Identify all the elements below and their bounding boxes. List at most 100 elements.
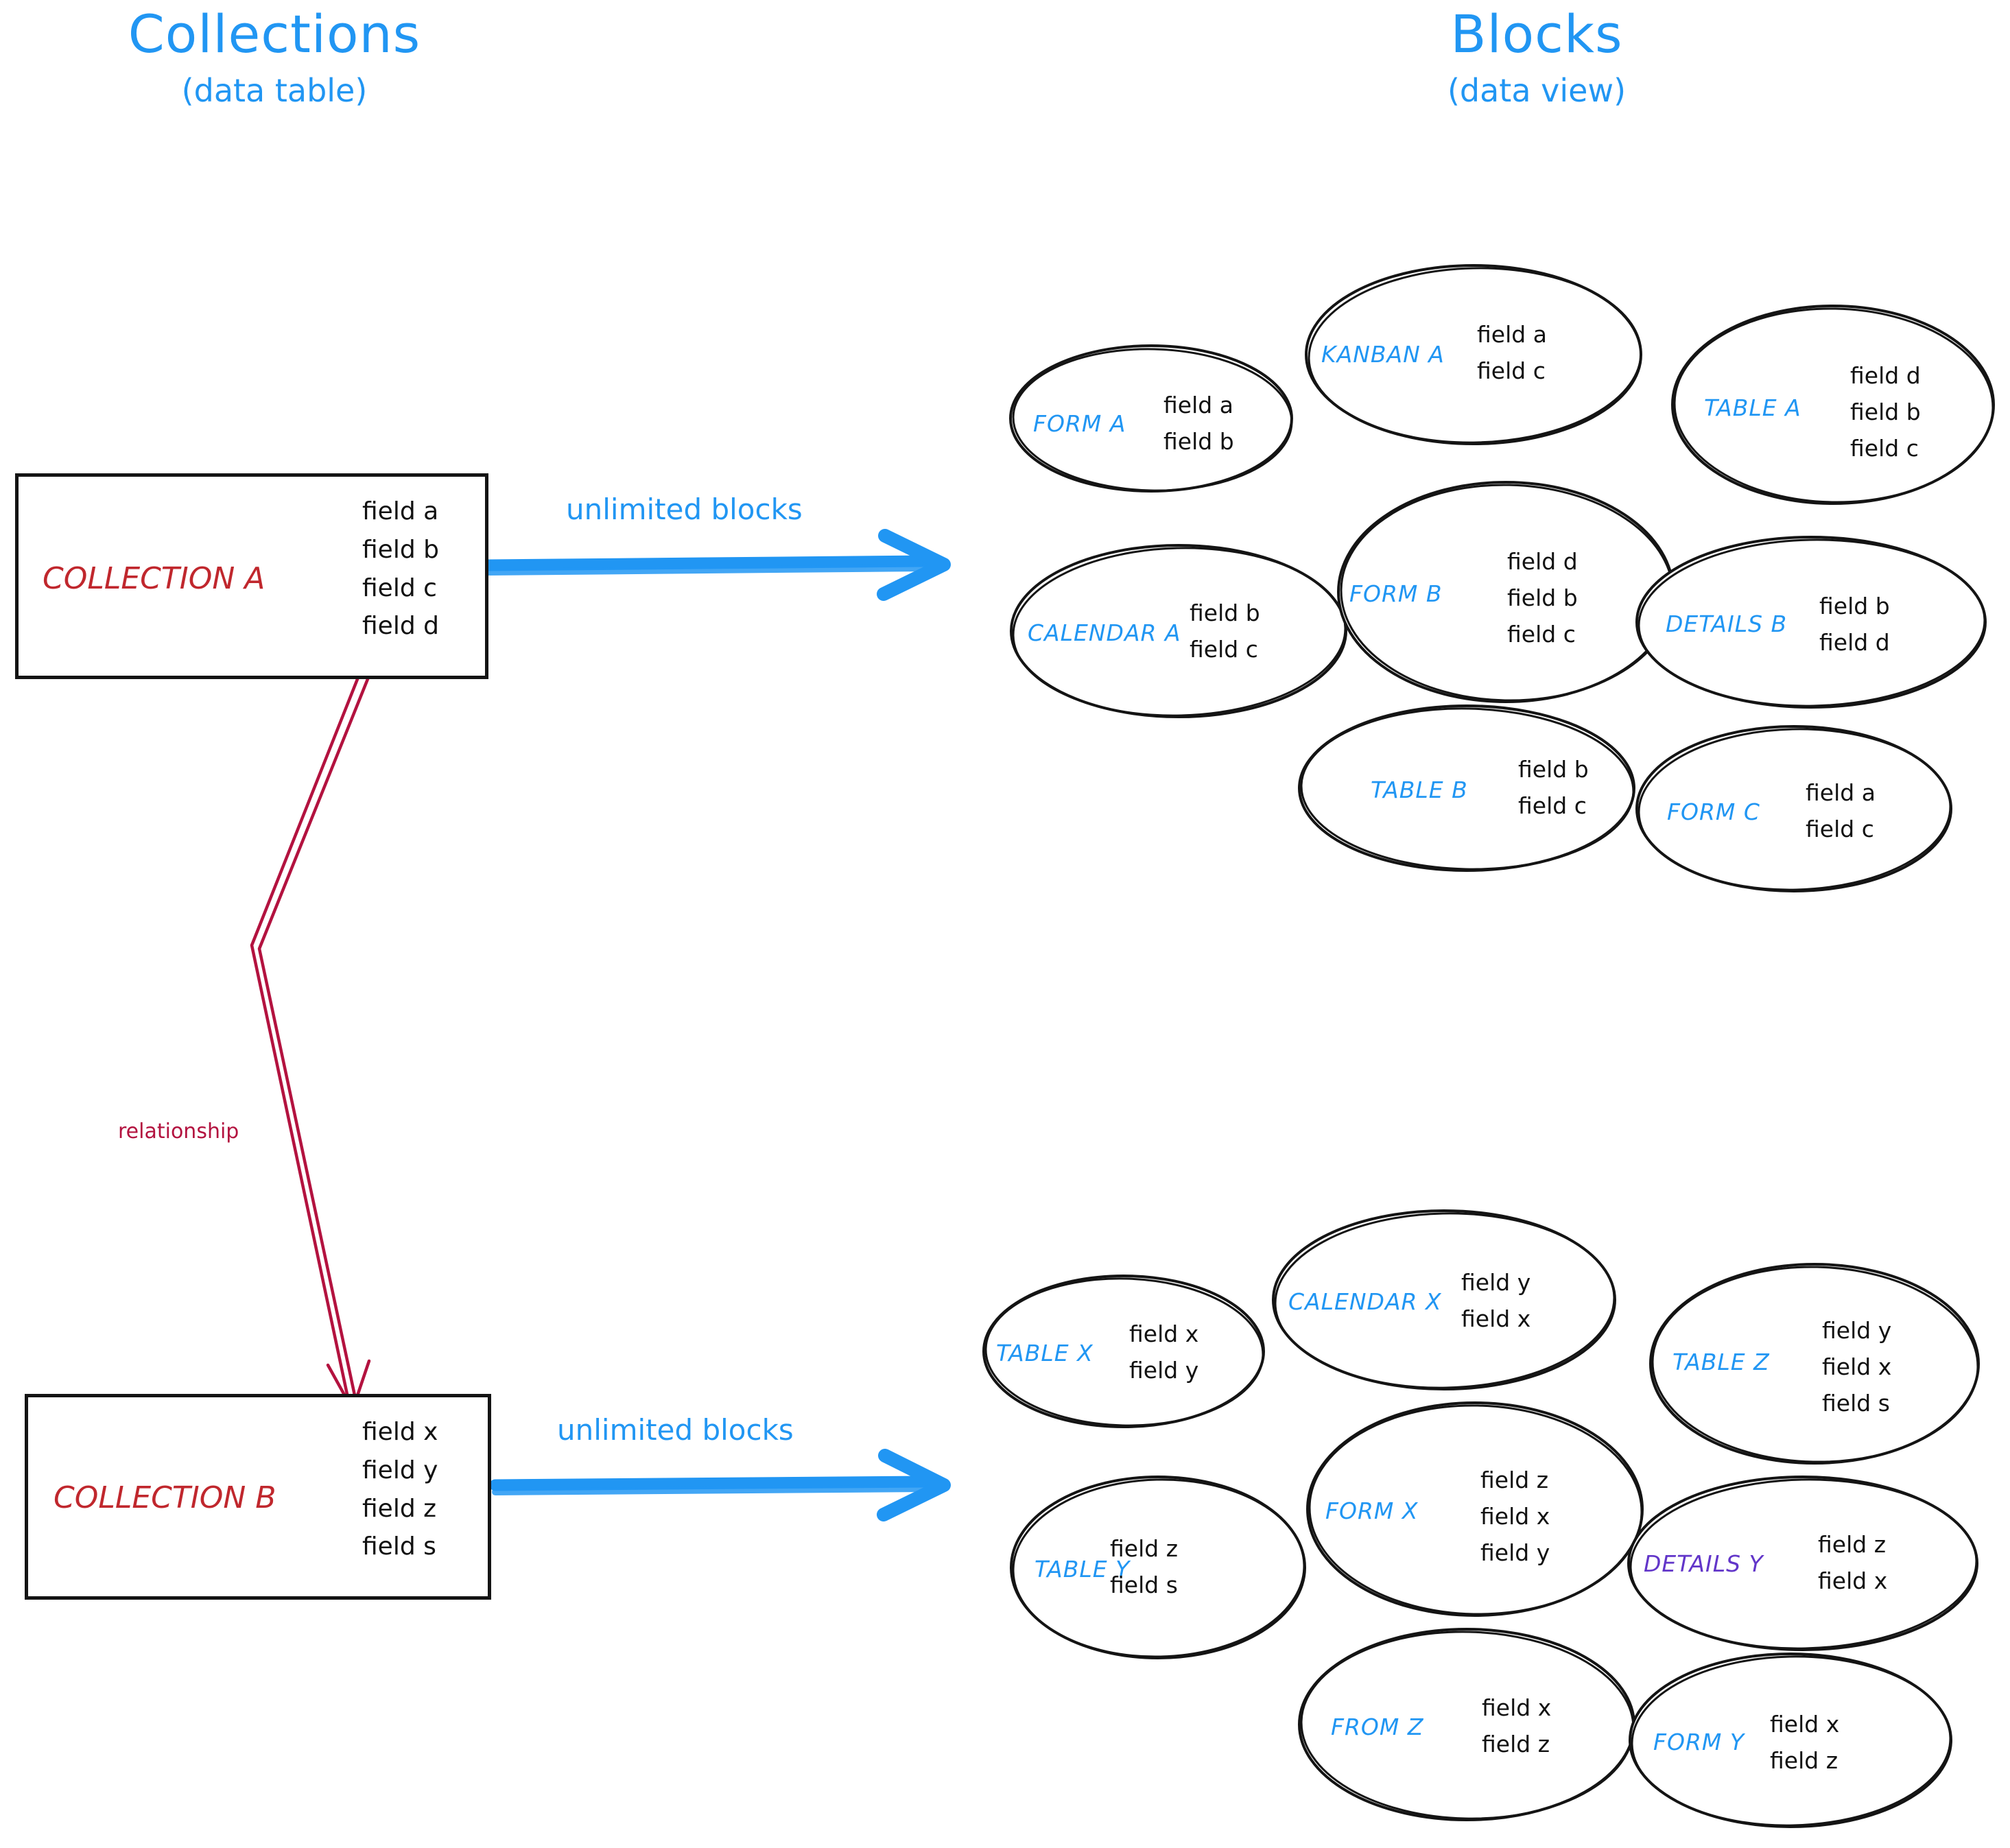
block-field: field b	[1850, 398, 1921, 425]
block-name: DETAILS Y	[1644, 1550, 1764, 1577]
block-fields: field x field z	[1482, 1690, 1551, 1763]
collection-b-field-4: field s	[362, 1532, 436, 1561]
block-ellipse-details-b[interactable]: DETAILS B field b field d	[1633, 534, 1989, 711]
block-field: field b	[1190, 600, 1260, 626]
heading-collections: Collections (data table)	[41, 7, 508, 112]
block-field: field d	[1850, 362, 1921, 389]
collection-a-field-1: field a	[362, 497, 439, 525]
block-field: field c	[1477, 357, 1546, 384]
ellipse-outline	[1272, 1209, 1616, 1390]
block-field: field c	[1507, 620, 1576, 648]
block-field: field x	[1461, 1305, 1531, 1332]
ellipse-outline	[982, 1275, 1265, 1428]
block-field: field x	[1818, 1567, 1888, 1594]
block-field: field d	[1819, 628, 1890, 656]
collection-b-field-3: field z	[362, 1494, 437, 1523]
block-field: field x	[1480, 1502, 1550, 1530]
block-field: field c	[1518, 792, 1587, 819]
ellipse-outline	[1009, 344, 1293, 493]
block-name: FORM Y	[1653, 1729, 1745, 1755]
block-field: field y	[1461, 1269, 1531, 1296]
block-ellipse-form-y[interactable]: FORM Y field x field z	[1626, 1650, 1955, 1830]
block-ellipse-table-y[interactable]: TABLE Y field z field s	[1007, 1473, 1309, 1662]
block-field: field z	[1110, 1535, 1179, 1562]
relationship-label: relationship	[118, 1120, 239, 1144]
block-field: field a	[1477, 321, 1547, 348]
block-ellipse-form-b[interactable]: FORM B field d field b field c	[1334, 479, 1677, 705]
block-fields: field b field d	[1819, 589, 1890, 661]
block-field: field s	[1822, 1389, 1890, 1417]
block-fields: field z field x field y	[1480, 1462, 1550, 1571]
ellipse-outline	[1635, 536, 1987, 709]
block-fields: field z field x	[1818, 1527, 1887, 1600]
block-name: DETAILS B	[1666, 611, 1788, 637]
block-field: field x	[1822, 1353, 1892, 1380]
block-field: field x	[1770, 1711, 1840, 1738]
ellipse-outline	[1298, 704, 1635, 872]
collection-a-fields: field a field b field c field d	[362, 493, 439, 645]
block-ellipse-form-c[interactable]: FORM C field a field c	[1633, 723, 1955, 895]
collection-b-box[interactable]	[25, 1394, 491, 1600]
collection-b-name: COLLECTION B	[54, 1480, 276, 1515]
block-fields: field y field x field s	[1822, 1313, 1891, 1421]
block-name: KANBAN A	[1321, 341, 1445, 368]
block-fields: field a field b	[1163, 388, 1234, 460]
block-ellipse-table-z[interactable]: TABLE Z field y field x field s	[1646, 1261, 1983, 1467]
arrow-unlimited-blocks-a	[482, 529, 951, 601]
collection-b-field-2: field y	[362, 1456, 438, 1484]
block-ellipse-details-y[interactable]: DETAILS Y field z field x	[1624, 1473, 1981, 1653]
block-name: CALENDAR A	[1028, 619, 1181, 646]
block-name: CALENDAR X	[1288, 1288, 1442, 1315]
block-field: field b	[1163, 427, 1234, 455]
block-name: FORM A	[1033, 410, 1126, 437]
collection-a-name: COLLECTION A	[43, 561, 265, 596]
block-field: field d	[1507, 548, 1578, 575]
block-field: field y	[1480, 1539, 1550, 1566]
arrow-label-unlimited-blocks-b: unlimited blocks	[557, 1413, 794, 1447]
block-field: field b	[1518, 756, 1589, 783]
block-ellipse-table-a[interactable]: TABLE A field d field b field c	[1668, 302, 1998, 508]
arrow-label-unlimited-blocks-a: unlimited blocks	[566, 493, 803, 526]
ellipse-outline	[1635, 725, 1952, 892]
block-field: field z	[1480, 1467, 1549, 1493]
block-field: field b	[1507, 584, 1578, 611]
block-name: TABLE Y	[1034, 1556, 1131, 1583]
block-field: field y	[1822, 1317, 1892, 1344]
collection-a-field-2: field b	[362, 535, 439, 564]
block-field: field c	[1850, 434, 1919, 462]
block-ellipse-form-x[interactable]: FORM X field z field x field y	[1303, 1399, 1646, 1619]
block-field: field y	[1129, 1356, 1199, 1384]
block-ellipse-calendar-a[interactable]: CALENDAR A field b field c	[1007, 542, 1350, 720]
block-name: FROM Z	[1331, 1714, 1424, 1740]
block-ellipse-calendar-x[interactable]: CALENDAR X field y field x	[1269, 1207, 1619, 1393]
block-name: TABLE Z	[1672, 1349, 1770, 1375]
block-field: field s	[1110, 1571, 1178, 1598]
block-name: FORM X	[1325, 1497, 1419, 1524]
block-field: field z	[1818, 1531, 1887, 1558]
block-field: field b	[1819, 593, 1890, 619]
block-field: field x	[1129, 1320, 1199, 1347]
block-fields: field d field b field c	[1507, 544, 1578, 652]
block-field: field a	[1163, 392, 1233, 418]
ellipse-outline	[1306, 1401, 1644, 1617]
block-ellipse-from-z[interactable]: FROM Z field x field z	[1295, 1626, 1638, 1823]
block-name: FORM C	[1667, 798, 1760, 825]
block-field: field c	[1806, 815, 1874, 842]
collection-b-field-1: field x	[362, 1418, 438, 1446]
block-name: TABLE A	[1704, 394, 1801, 421]
ellipse-outline	[1627, 1476, 1978, 1651]
block-ellipse-table-b[interactable]: TABLE B field b field c	[1295, 702, 1638, 874]
block-field: field z	[1482, 1730, 1550, 1757]
block-field: field x	[1482, 1694, 1552, 1721]
block-ellipse-table-x[interactable]: TABLE X field x field y	[980, 1272, 1268, 1430]
block-name: FORM B	[1349, 580, 1443, 607]
heading-blocks-title: Blocks	[1450, 3, 1623, 64]
block-ellipse-kanban-a[interactable]: KANBAN A field a field c	[1302, 262, 1645, 447]
block-field: field a	[1806, 779, 1876, 806]
arrow-unlimited-blocks-b	[489, 1449, 951, 1521]
collection-a-field-4: field d	[362, 612, 439, 641]
block-name: TABLE X	[996, 1340, 1093, 1366]
block-ellipse-form-a[interactable]: FORM A field a field b	[1007, 343, 1295, 494]
ellipse-outline	[1305, 264, 1642, 445]
